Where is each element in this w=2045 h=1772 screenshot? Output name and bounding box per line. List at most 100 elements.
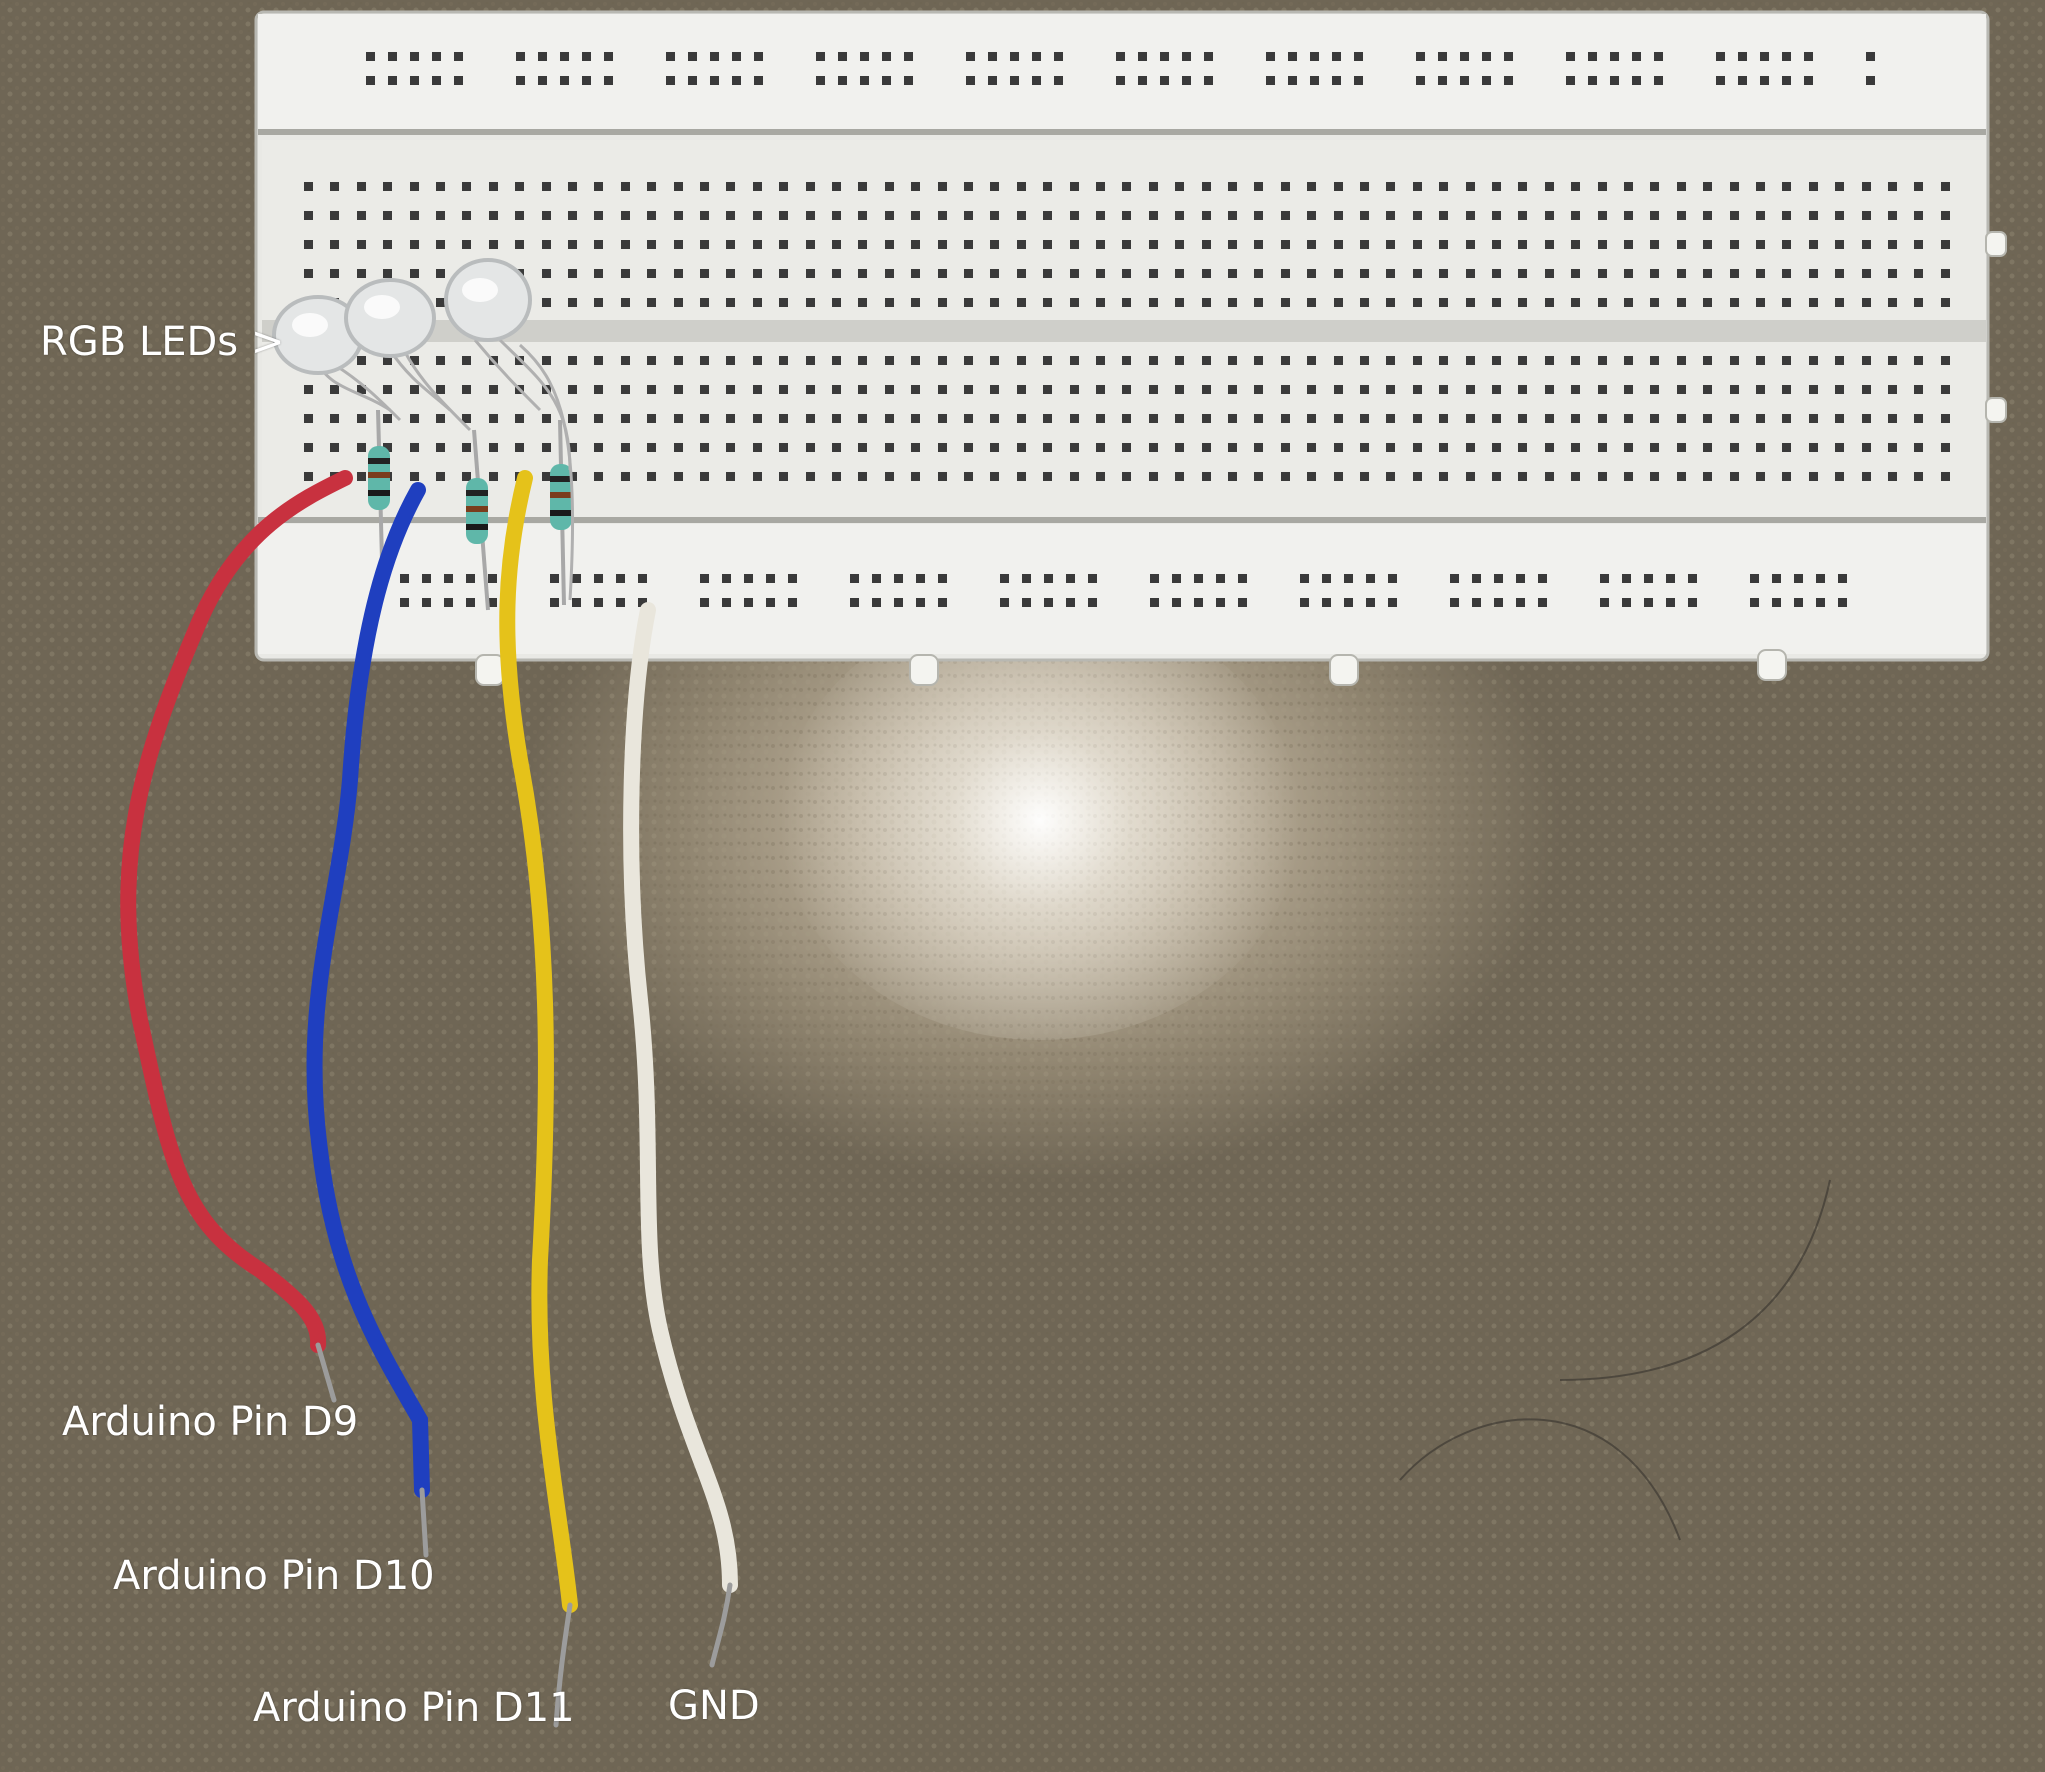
breadboard-hole <box>1413 240 1422 249</box>
breadboard-hole <box>1066 598 1075 607</box>
breadboard-hole <box>410 472 419 481</box>
breadboard-hole <box>882 76 891 85</box>
breadboard-hole <box>647 356 656 365</box>
breadboard-hole <box>1492 182 1501 191</box>
breadboard-hole <box>700 356 709 365</box>
breadboard-hole <box>1360 443 1369 452</box>
wire-red-tip <box>315 1342 337 1403</box>
breadboard-hole <box>1518 356 1527 365</box>
breadboard-hole <box>515 240 524 249</box>
breadboard-hole <box>990 472 999 481</box>
breadboard-hole <box>832 298 841 307</box>
breadboard-hole <box>1281 472 1290 481</box>
breadboard-hole <box>710 52 719 61</box>
breadboard-hole <box>1175 298 1184 307</box>
breadboard-hole <box>357 356 366 365</box>
breadboard-hole <box>572 574 581 583</box>
breadboard-hole <box>1386 472 1395 481</box>
breadboard-hole <box>1043 182 1052 191</box>
breadboard-hole <box>638 598 647 607</box>
breadboard-hole <box>1571 240 1580 249</box>
breadboard-hole <box>1492 240 1501 249</box>
breadboard-hole <box>1438 52 1447 61</box>
breadboard-hole <box>436 211 445 220</box>
breadboard-hole <box>383 385 392 394</box>
breadboard-hole <box>990 385 999 394</box>
breadboard-hole <box>1914 356 1923 365</box>
breadboard-hole <box>688 52 697 61</box>
breadboard-hole <box>832 443 841 452</box>
breadboard-hole <box>1017 269 1026 278</box>
breadboard-hole <box>894 598 903 607</box>
breadboard-hole <box>858 356 867 365</box>
breadboard-hole <box>1466 443 1475 452</box>
breadboard-hole <box>1149 269 1158 278</box>
breadboard-hole <box>454 52 463 61</box>
breadboard-hole <box>732 76 741 85</box>
breadboard-hole <box>1756 472 1765 481</box>
breadboard-hole <box>594 298 603 307</box>
breadboard-hole <box>388 76 397 85</box>
breadboard-hole <box>410 356 419 365</box>
wire-white <box>623 602 738 1593</box>
breadboard-hole <box>647 182 656 191</box>
breadboard-hole <box>489 182 498 191</box>
power-rail-top <box>258 14 1986 132</box>
breadboard-hole <box>753 414 762 423</box>
breadboard-hole <box>990 356 999 365</box>
breadboard-hole <box>489 211 498 220</box>
breadboard-hole <box>688 76 697 85</box>
breadboard-hole <box>1022 598 1031 607</box>
breadboard-hole <box>1571 182 1580 191</box>
breadboard-hole <box>1194 598 1203 607</box>
breadboard-hole <box>1588 76 1597 85</box>
breadboard-hole <box>1300 574 1309 583</box>
breadboard-hole <box>726 472 735 481</box>
breadboard-hole <box>489 443 498 452</box>
light-glare <box>780 600 1300 1040</box>
breadboard-hole <box>1266 76 1275 85</box>
breadboard-hole <box>1703 443 1712 452</box>
breadboard-hole <box>444 574 453 583</box>
breadboard-hole <box>832 269 841 278</box>
breadboard-hole <box>1914 298 1923 307</box>
breadboard-hole <box>1809 356 1818 365</box>
breadboard-hole <box>410 76 419 85</box>
breadboard-hole <box>1202 240 1211 249</box>
breadboard-hole <box>1175 240 1184 249</box>
breadboard-hole <box>832 182 841 191</box>
breadboard-hole <box>515 182 524 191</box>
breadboard-hole <box>1088 574 1097 583</box>
breadboard-hole <box>568 414 577 423</box>
breadboard-hole <box>1254 414 1263 423</box>
breadboard-hole <box>1760 52 1769 61</box>
breadboard-hole <box>1941 211 1950 220</box>
breadboard-hole <box>1730 182 1739 191</box>
breadboard-hole <box>1017 472 1026 481</box>
breadboard-hole <box>1228 298 1237 307</box>
breadboard-hole <box>1571 443 1580 452</box>
breadboard-hole <box>1482 52 1491 61</box>
breadboard-hole <box>1386 211 1395 220</box>
breadboard-hole <box>1054 52 1063 61</box>
breadboard-hole <box>1043 385 1052 394</box>
breadboard-hole <box>1386 269 1395 278</box>
breadboard-hole <box>489 472 498 481</box>
breadboard-hole <box>1862 414 1871 423</box>
breadboard-hole <box>1809 211 1818 220</box>
breadboard-hole <box>988 76 997 85</box>
breadboard-hole <box>560 76 569 85</box>
breadboard-hole <box>964 240 973 249</box>
breadboard-hole <box>674 472 683 481</box>
breadboard-hole <box>1070 182 1079 191</box>
breadboard-hole <box>1096 269 1105 278</box>
breadboard-hole <box>674 211 683 220</box>
breadboard-hole <box>1175 443 1184 452</box>
breadboard-hole <box>1322 598 1331 607</box>
breadboard-hole <box>1545 182 1554 191</box>
breadboard-hole <box>1677 211 1686 220</box>
rgb-led-3 <box>444 258 532 342</box>
breadboard-hole <box>1862 385 1871 394</box>
breadboard-hole <box>594 385 603 394</box>
breadboard-hole <box>1450 598 1459 607</box>
